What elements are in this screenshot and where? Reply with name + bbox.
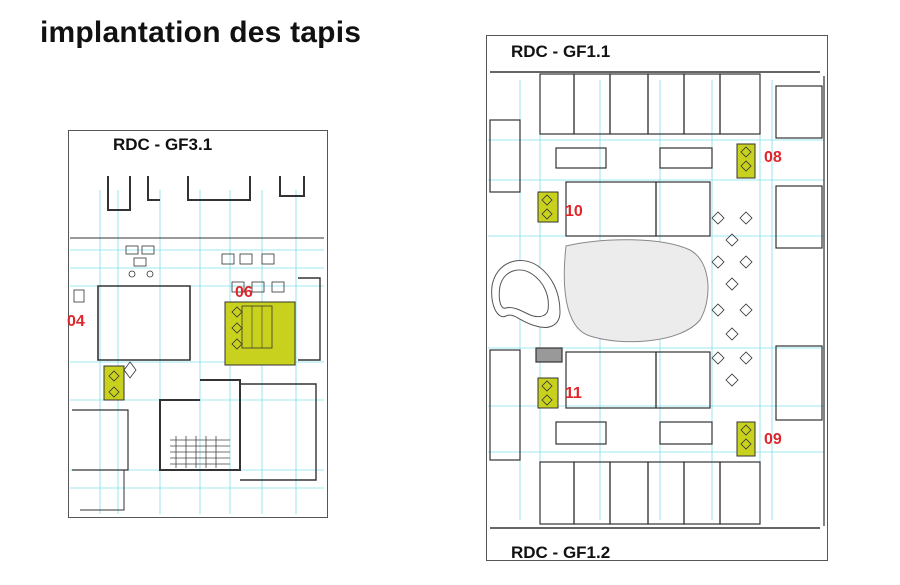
mat-number-10: 10 [565, 203, 583, 220]
plan-gf1-bottom-rooms [489, 345, 823, 529]
plan-gf3-1-walls [70, 176, 324, 511]
mat-number-11: 11 [565, 385, 582, 402]
plan-gf1-courtyard [491, 239, 709, 343]
plan-gf3-1-furniture [73, 245, 285, 303]
mat-10 [537, 191, 559, 223]
mat-number-09: 09 [764, 431, 782, 448]
mat-04 [103, 365, 125, 401]
mat-06 [224, 301, 296, 366]
plan-gf3-1-stair [170, 436, 230, 468]
plan-label-gf3-1: RDC - GF3.1 [113, 135, 213, 154]
mat-09 [736, 421, 756, 457]
page-title: implantation des tapis [40, 16, 362, 49]
plan-label-gf1-1: RDC - GF1.1 [511, 42, 611, 61]
mat-number-08: 08 [764, 149, 782, 166]
plan-gf1-top-rooms [489, 71, 823, 249]
mat-11 [537, 377, 559, 409]
plan-gf1-furniture [711, 211, 753, 387]
mat-number-06: 06 [235, 284, 253, 301]
plan-label-gf1-2: RDC - GF1.2 [511, 543, 611, 562]
mat-number-04: 04 [67, 313, 85, 330]
mat-08 [736, 143, 756, 179]
